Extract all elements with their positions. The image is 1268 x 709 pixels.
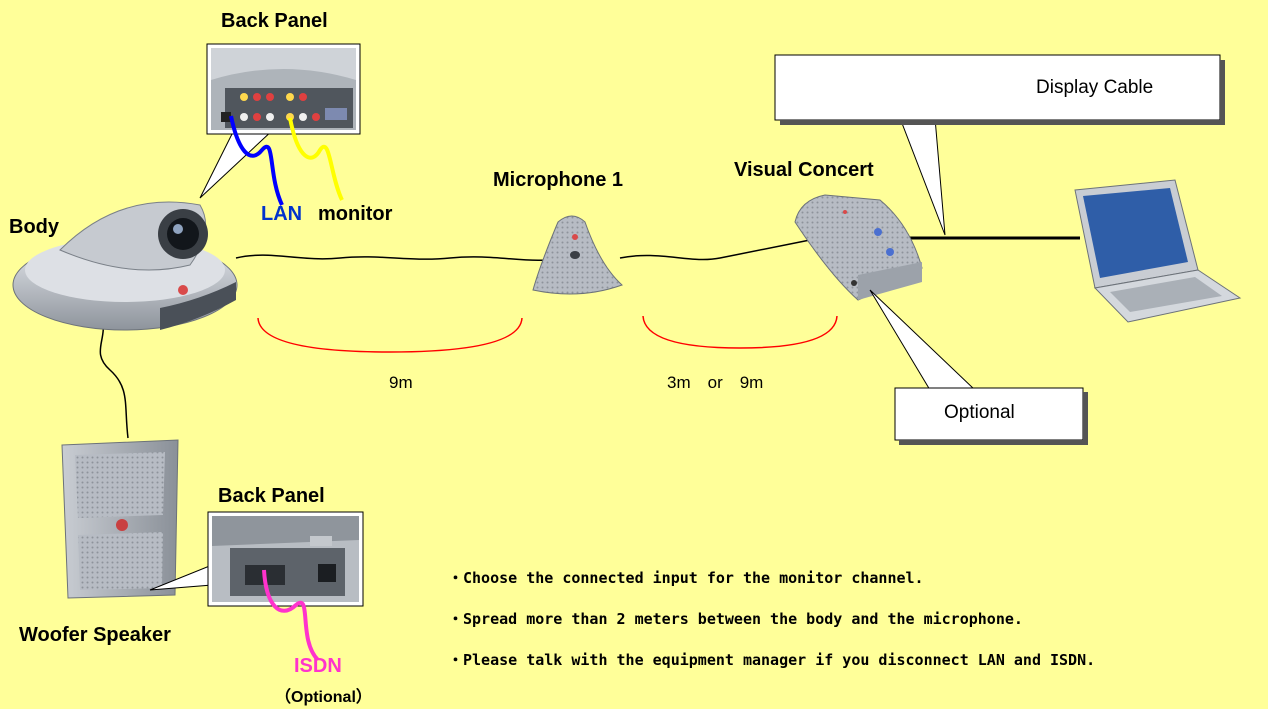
- distance-bracket-body-mic: [257, 317, 523, 353]
- display-cable-pointer: [899, 117, 946, 236]
- distance-body-mic-label: 9m: [389, 373, 413, 392]
- isdn-cable: [262, 569, 320, 662]
- note-spacing: ・Spread more than 2 meters between the b…: [448, 610, 1023, 628]
- microphone-device: [532, 215, 623, 295]
- body-device: [12, 201, 238, 331]
- back-panel-bottom-title: Back Panel: [218, 485, 325, 507]
- display-cable-label: Display Cable: [1036, 77, 1154, 98]
- woofer-speaker-device: [61, 439, 179, 599]
- lan-cable: [229, 115, 284, 206]
- visual-concert-label: Visual Concert: [734, 159, 874, 181]
- display-cable-callout-box: [774, 54, 1221, 121]
- monitor-label: monitor: [318, 203, 393, 225]
- note-monitor-channel: ・Choose the connected input for the moni…: [448, 569, 924, 587]
- monitor-cable: [288, 117, 344, 201]
- optional-label: Optional: [944, 402, 1015, 423]
- distance-bracket-mic-vc: [642, 315, 838, 349]
- distance-mic-vc-label: 3m or 9m: [667, 373, 764, 392]
- isdn-label: ISDN: [294, 655, 342, 677]
- body-to-woofer-cable: [99, 317, 129, 439]
- note-disconnect: ・Please talk with the equipment manager …: [448, 651, 1096, 669]
- back-panel-top-title: Back Panel: [221, 10, 328, 32]
- isdn-optional-label: （Optional）: [275, 689, 372, 706]
- optional-callout-box: [894, 387, 1084, 441]
- optional-pointer: [869, 289, 977, 391]
- visual-concert-device: [794, 194, 923, 301]
- back-panel-top-photo: [211, 48, 356, 130]
- body-to-microphone-cable: [235, 254, 547, 262]
- microphone-to-visual-concert-cable: [619, 239, 811, 261]
- back-panel-bottom-photo: [212, 516, 359, 602]
- lan-label: LAN: [261, 203, 303, 225]
- woofer-speaker-label: Woofer Speaker: [19, 624, 171, 646]
- body-label: Body: [9, 216, 59, 238]
- laptop-device: [1074, 179, 1242, 323]
- microphone-label: Microphone 1: [493, 169, 624, 191]
